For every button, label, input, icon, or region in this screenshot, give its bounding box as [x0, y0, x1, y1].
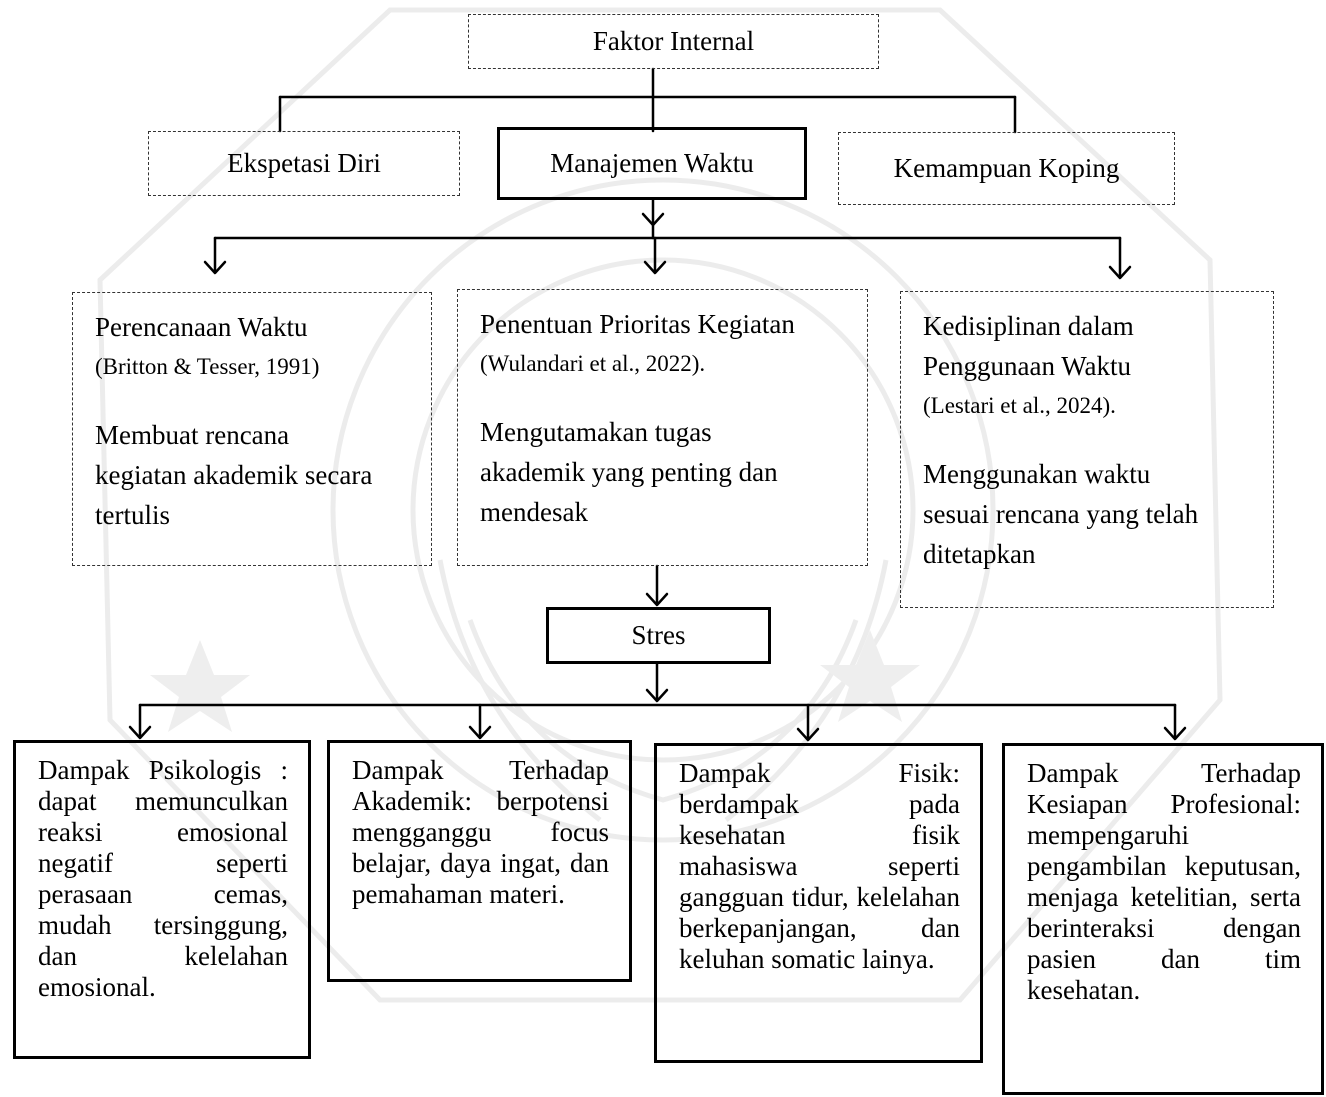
aspect-title: Kedisiplinan dalam [923, 311, 1134, 341]
aspect-title: Perencanaan Waktu [95, 312, 308, 342]
aspect-citation: (Lestari et al., 2024). [923, 393, 1116, 418]
impact-node-fisik: Dampak Fisik: berdampak pada kesehatan f… [654, 743, 983, 1063]
aspect-description-line: ditetapkan [923, 539, 1036, 569]
aspect-description-line: mendesak [480, 497, 588, 527]
aspect-citation: (Britton & Tesser, 1991) [95, 354, 320, 379]
impact-text: Dampak Fisik: berdampak pada kesehatan f… [679, 758, 960, 974]
impact-node-kesiapan-profesional: Dampak Terhadap Kesiapan Profesional: me… [1002, 743, 1324, 1095]
aspect-description-line: sesuai rencana yang telah [923, 499, 1199, 529]
impact-text: Dampak Terhadap Akademik: berpotensi men… [352, 755, 609, 909]
aspect-title: Penggunaan Waktu [923, 351, 1132, 381]
root-node-faktor-internal: Faktor Internal [468, 14, 879, 69]
aspect-description-line: Menggunakan waktu [923, 459, 1151, 489]
aspect-description-line: tertulis [95, 500, 170, 530]
impact-node-psikologis: Dampak Psikologis : dapat memunculkan re… [13, 740, 311, 1059]
factor-node-ekspetasi-diri: Ekspetasi Diri [148, 131, 460, 196]
root-label: Faktor Internal [592, 26, 755, 56]
impact-text: Dampak Psikologis : dapat memunculkan re… [38, 755, 288, 1002]
stress-node: Stres [546, 607, 771, 664]
factor-node-manajemen-waktu: Manajemen Waktu [497, 127, 807, 200]
aspect-node-kedisiplinan: Kedisiplinan dalam Penggunaan Waktu (Les… [900, 291, 1274, 608]
aspect-citation: (Wulandari et al., 2022). [480, 351, 706, 376]
factor-label: Kemampuan Koping [893, 153, 1120, 183]
aspect-description-line: akademik yang penting dan [480, 457, 778, 487]
factor-node-kemampuan-koping: Kemampuan Koping [838, 132, 1175, 205]
impact-text: Dampak Terhadap Kesiapan Profesional: me… [1027, 758, 1301, 1005]
aspect-node-penentuan-prioritas: Penentuan Prioritas Kegiatan (Wulandari … [457, 289, 868, 566]
impact-node-akademik: Dampak Terhadap Akademik: berpotensi men… [327, 740, 632, 982]
factor-label: Manajemen Waktu [550, 148, 754, 178]
stress-label: Stres [631, 620, 686, 650]
factor-label: Ekspetasi Diri [227, 148, 381, 178]
aspect-description-line: kegiatan akademik secara [95, 460, 373, 490]
aspect-description-line: Mengutamakan tugas [480, 417, 712, 447]
aspect-node-perencanaan-waktu: Perencanaan Waktu (Britton & Tesser, 199… [72, 292, 432, 566]
aspect-description-line: Membuat rencana [95, 420, 290, 450]
aspect-title: Penentuan Prioritas Kegiatan [480, 309, 795, 339]
